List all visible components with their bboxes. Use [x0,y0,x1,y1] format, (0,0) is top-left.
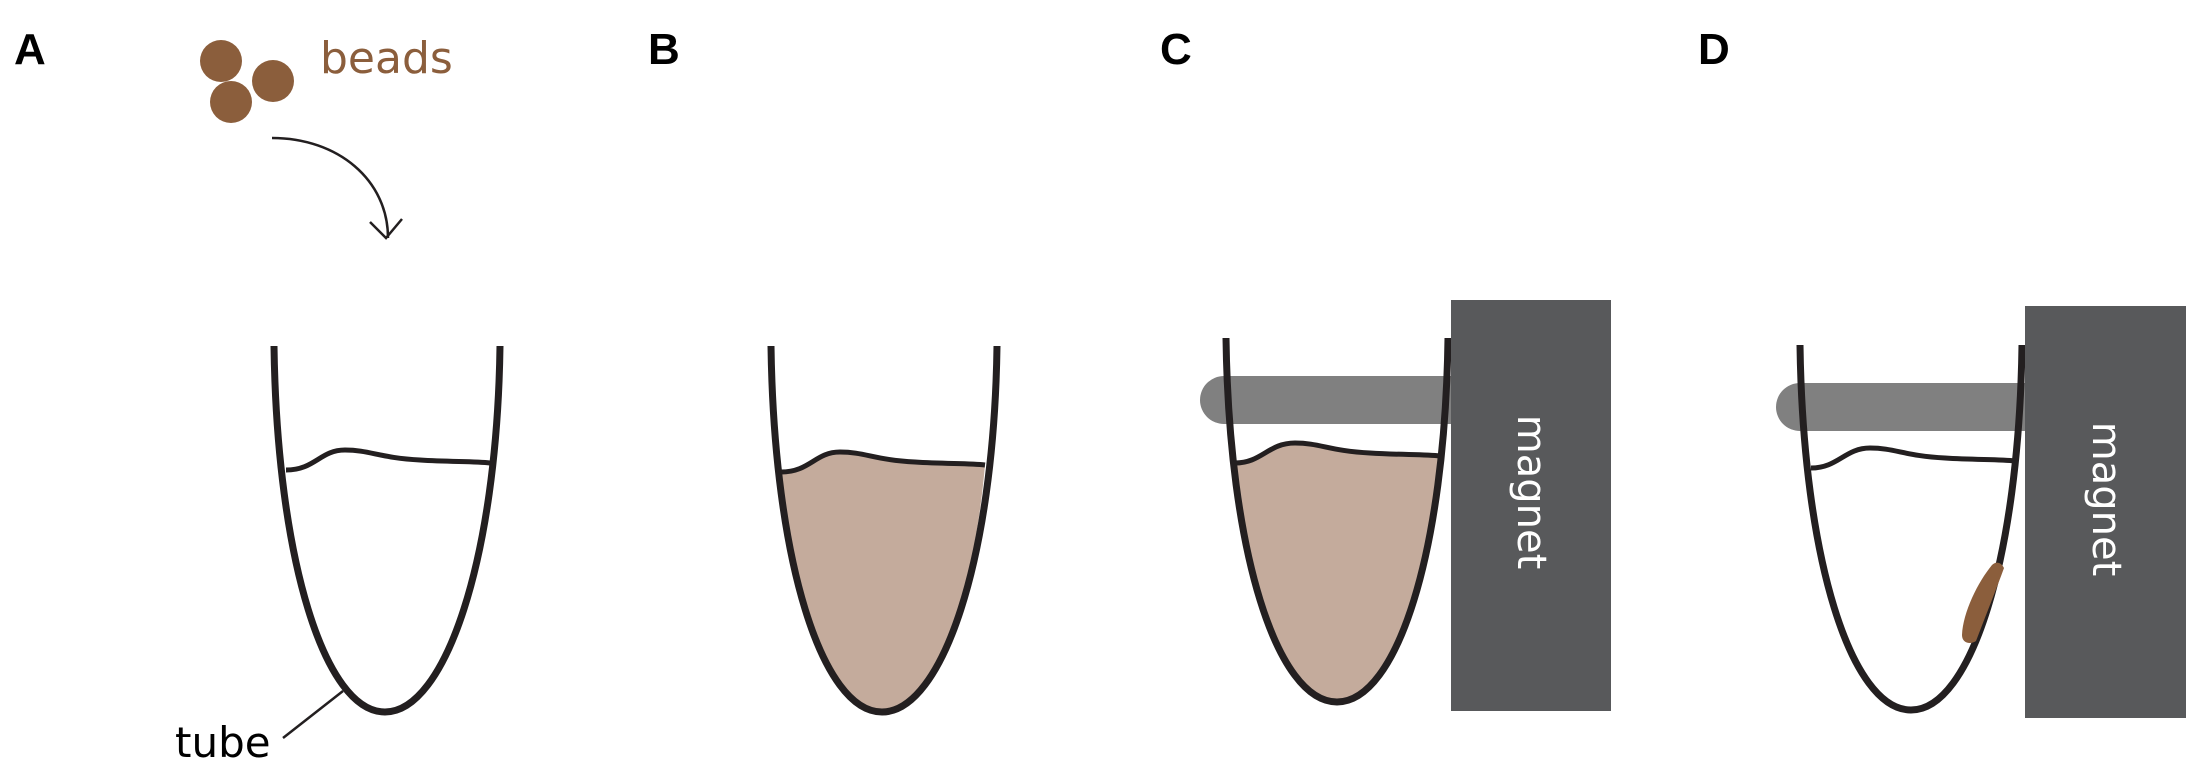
panel-d: D magnet [1698,25,2186,718]
liquid-fill [781,452,985,712]
holder-bar [1200,376,1451,424]
tube-outline [1222,337,1452,706]
liquid-surface-line [1810,445,2016,471]
magnet-label: magnet [1508,415,1554,570]
panel-b: B [648,25,1001,716]
tube-label: tube [175,718,271,767]
liquid-surface-line [285,447,491,473]
pour-arrow [271,136,403,240]
beads-group [200,40,294,123]
liquid-surface-line [780,449,986,475]
bead [210,81,252,123]
beads-label: beads [320,33,453,84]
tube-leader-line [282,690,344,739]
panel-c: C magnet [1160,25,1611,711]
magnet [2025,306,2186,718]
magnet-label: magnet [2083,422,2129,577]
liquid-surface-line [1234,440,1441,466]
bead [200,40,242,82]
panel-label-c: C [1160,25,1192,74]
bead [252,60,294,102]
tube-outline [767,345,1001,716]
panel-label-a: A [14,25,46,74]
holder-bar [1776,383,2025,431]
panel-a: A beads tube [14,25,504,767]
panel-label-d: D [1698,25,1730,74]
tube-outline [270,345,504,716]
liquid-fill [1235,443,1440,702]
bead-pellet [1962,562,2004,643]
panel-label-b: B [648,25,680,74]
magnet [1451,300,1611,711]
tube-outline [1796,344,2026,714]
